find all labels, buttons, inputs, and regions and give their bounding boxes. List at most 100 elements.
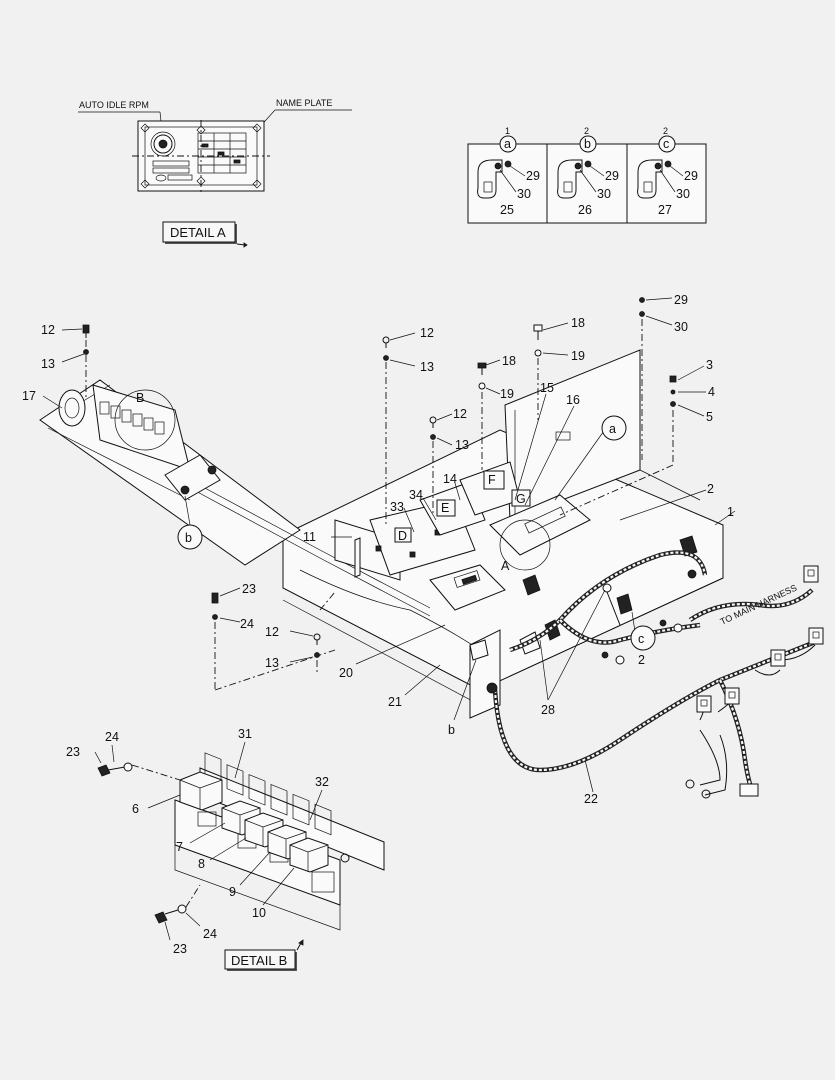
part-2-upper: 2 — [707, 482, 714, 496]
relay-cubes — [179, 771, 329, 873]
detail-b-box — [224, 949, 296, 970]
part-8: 8 — [198, 857, 205, 871]
part-21: 21 — [388, 695, 402, 709]
clamp-part-27: 27 — [658, 203, 672, 217]
part-19-right: 19 — [571, 349, 585, 363]
box-d — [394, 527, 412, 543]
harness-end-connectors — [685, 565, 824, 799]
detail-a: AUTO IDLE RPM NAME PLATE — [78, 98, 352, 248]
relay-cylinder — [58, 389, 86, 427]
clamp-table: 1 a 29 30 25 2 b 29 30 26 2 c 29 30 — [467, 126, 707, 224]
part-numbers: 1 2 2 3 4 5 6 7 8 9 10 11 12 12 12 12 13… — [22, 293, 734, 956]
part-18-left: 18 — [502, 354, 516, 368]
part-9: 9 — [229, 885, 236, 899]
screw-23-top — [97, 764, 111, 777]
circle-b — [177, 524, 203, 550]
detail-b-ring — [114, 389, 176, 451]
part-23-detail-top: 23 — [66, 745, 80, 759]
part-20: 20 — [339, 666, 353, 680]
clamp-nut-b: 29 — [605, 169, 619, 183]
part-3: 3 — [706, 358, 713, 372]
leader-lines — [42, 393, 736, 793]
callout-auto-idle-rpm: AUTO IDLE RPM — [79, 100, 149, 110]
part-2-lower: 2 — [638, 653, 645, 667]
part-13-mid: 13 — [420, 360, 434, 374]
part-34: 34 — [409, 488, 423, 502]
part-24-detail-top: 24 — [105, 730, 119, 744]
part-5: 5 — [706, 410, 713, 424]
circle-b-text: b — [185, 531, 192, 545]
relay-block-lower — [429, 564, 506, 611]
part-13-left: 13 — [41, 357, 55, 371]
part-11: 11 — [303, 530, 316, 544]
part-29: 29 — [674, 293, 688, 307]
part-10: 10 — [252, 906, 266, 920]
part-16: 16 — [566, 393, 580, 407]
screw-23-bottom — [154, 911, 168, 924]
clamp-ref-b — [579, 135, 597, 153]
callout-name-plate: NAME PLATE — [276, 98, 332, 108]
clamp-qty-c: 2 — [663, 126, 668, 136]
main-assembly: B D E F G — [39, 349, 824, 799]
clamp-qty-a: 1 — [505, 126, 510, 136]
part-12-left: 12 — [41, 323, 55, 337]
part-14: 14 — [443, 472, 457, 486]
part-24-mid: 24 — [240, 617, 254, 631]
part-7: 7 — [176, 840, 183, 854]
circle-c — [630, 625, 656, 651]
part-17: 17 — [22, 389, 36, 403]
clamp-washer-b: 30 — [597, 187, 611, 201]
box-f-label: F — [488, 473, 496, 487]
circle-a-text: a — [609, 422, 616, 436]
part-30: 30 — [674, 320, 688, 334]
clamp-ref-a — [499, 135, 517, 153]
box-d-label: D — [398, 529, 407, 543]
circle-callouts: a b c — [177, 415, 656, 651]
box-g-label: G — [516, 492, 526, 506]
relay-10 — [289, 837, 329, 873]
clamp-ref-b-text: b — [584, 137, 591, 151]
clamp-part-26: 26 — [578, 203, 592, 217]
part-6: 6 — [132, 802, 139, 816]
part-12-right: 12 — [453, 407, 467, 421]
clamp-nut-c: 29 — [684, 169, 698, 183]
circle-c-text: c — [638, 632, 644, 646]
part-15: 15 — [540, 381, 554, 395]
part-32: 32 — [315, 775, 329, 789]
detail-a-label: DETAIL A — [170, 225, 226, 240]
clamp-ref-c-text: c — [663, 137, 669, 151]
circle-a — [601, 415, 627, 441]
clamp-part-25: 25 — [500, 203, 514, 217]
detail-a-ring — [499, 519, 551, 571]
clamp-ref-c — [658, 135, 676, 153]
part-31: 31 — [238, 727, 252, 741]
fasteners — [61, 297, 706, 691]
relay-6 — [179, 771, 223, 811]
detail-ref-A: A — [501, 559, 510, 573]
box-f — [483, 470, 505, 490]
part-33: 33 — [390, 500, 404, 514]
detail-a-box — [162, 221, 236, 243]
clamp-table-frame — [467, 143, 707, 224]
box-e-label: E — [441, 501, 449, 515]
part-23-mid: 23 — [242, 582, 256, 596]
clamp-nut-a: 29 — [526, 169, 540, 183]
part-12-lower: 12 — [265, 625, 279, 639]
clamp-washer-a: 30 — [517, 187, 531, 201]
part-22: 22 — [584, 792, 598, 806]
part-24-detail-bottom: 24 — [203, 927, 217, 941]
part-4: 4 — [708, 385, 715, 399]
part-13-lower: 13 — [265, 656, 279, 670]
part-13-right: 13 — [455, 438, 469, 452]
part-12-mid: 12 — [420, 326, 434, 340]
part-1: 1 — [727, 505, 734, 519]
box-e — [436, 499, 456, 517]
detail-b-label: DETAIL B — [231, 953, 287, 968]
part-18-right: 18 — [571, 316, 585, 330]
part-23-detail-bottom: 23 — [173, 942, 187, 956]
detail-ref-B: B — [136, 391, 144, 405]
part-19-left: 19 — [500, 387, 514, 401]
end-bracket-right — [164, 454, 221, 501]
clamp-ref-a-text: a — [504, 137, 511, 151]
